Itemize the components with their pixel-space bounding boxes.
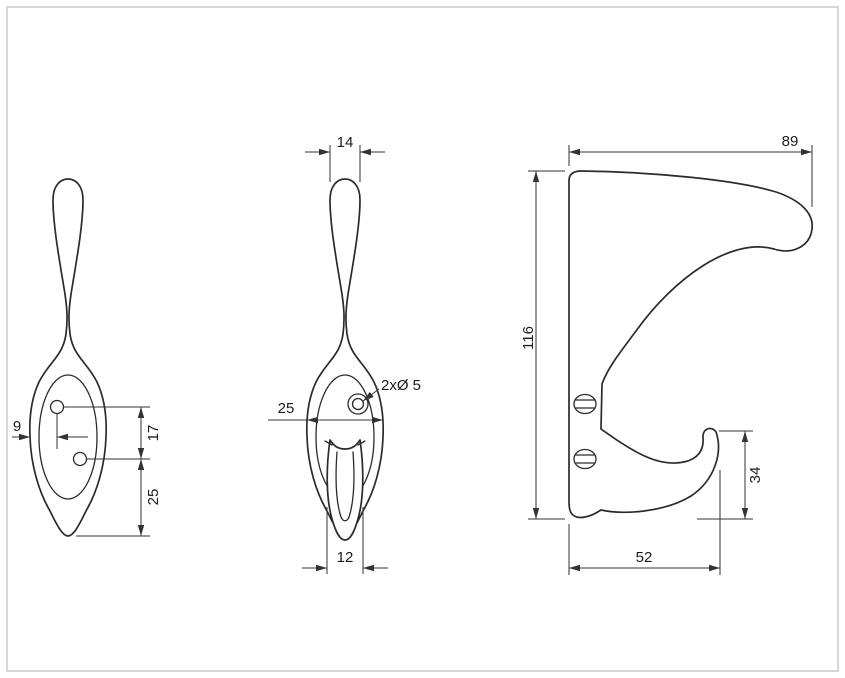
dim-label-depth: 89 (782, 133, 799, 150)
dim-label-bottom-depth: 52 (636, 549, 653, 566)
sheet-border (6, 6, 839, 672)
dim-label-hole-to-tip: 25 (145, 489, 162, 506)
lower-hook-fillet-left (324, 440, 333, 446)
screw-hole-bottom (72, 451, 88, 467)
screw-hole-side-bottom (573, 448, 597, 470)
counterbore-hole-outer (347, 393, 369, 415)
width-view: 14 2xØ 5 25 12 (268, 134, 421, 574)
dim-hole-spacing: 17 (64, 406, 162, 460)
dim-hook-width: 12 (302, 507, 388, 574)
side-view: 89 116 34 52 (520, 133, 813, 575)
dim-hole-to-tip: 25 (76, 459, 162, 537)
dim-label-hole-offset: 9 (13, 418, 21, 435)
dim-label-hole-callout: 2xØ 5 (381, 377, 421, 394)
hook-side-outline (568, 170, 813, 519)
hook-front-outline (28, 178, 108, 537)
lower-hook-inner-right (348, 451, 355, 518)
dim-label-height: 116 (520, 326, 537, 350)
dim-hook-height: 34 (697, 430, 764, 520)
hole-callout: 2xØ 5 (362, 377, 421, 402)
counterbore-hole-inner (351, 397, 365, 411)
dim-depth: 89 (568, 133, 813, 207)
dim-bottom-depth: 52 (568, 470, 721, 575)
dim-label-hook-height: 34 (747, 467, 764, 484)
dim-plate-width: 25 (268, 400, 383, 424)
lower-hook-inner-bottom (340, 516, 350, 522)
dim-height: 116 (520, 170, 565, 520)
base-plate-boss (38, 374, 98, 500)
dim-label-hook-width: 12 (337, 549, 354, 566)
front-view: 9 17 25 (12, 178, 162, 537)
dim-hole-offset: 9 (12, 414, 88, 449)
screw-hole-top (49, 399, 65, 415)
lower-hook-fillet-right (357, 440, 366, 446)
screw-hole-side-top (573, 393, 597, 415)
lower-hook-front (326, 439, 364, 541)
lower-hook-inner-left (335, 451, 342, 518)
dim-label-top-width: 14 (337, 134, 354, 151)
dim-label-plate-width: 25 (278, 400, 295, 417)
dim-top-width: 14 (305, 134, 385, 182)
dim-label-hole-spacing: 17 (145, 425, 162, 442)
